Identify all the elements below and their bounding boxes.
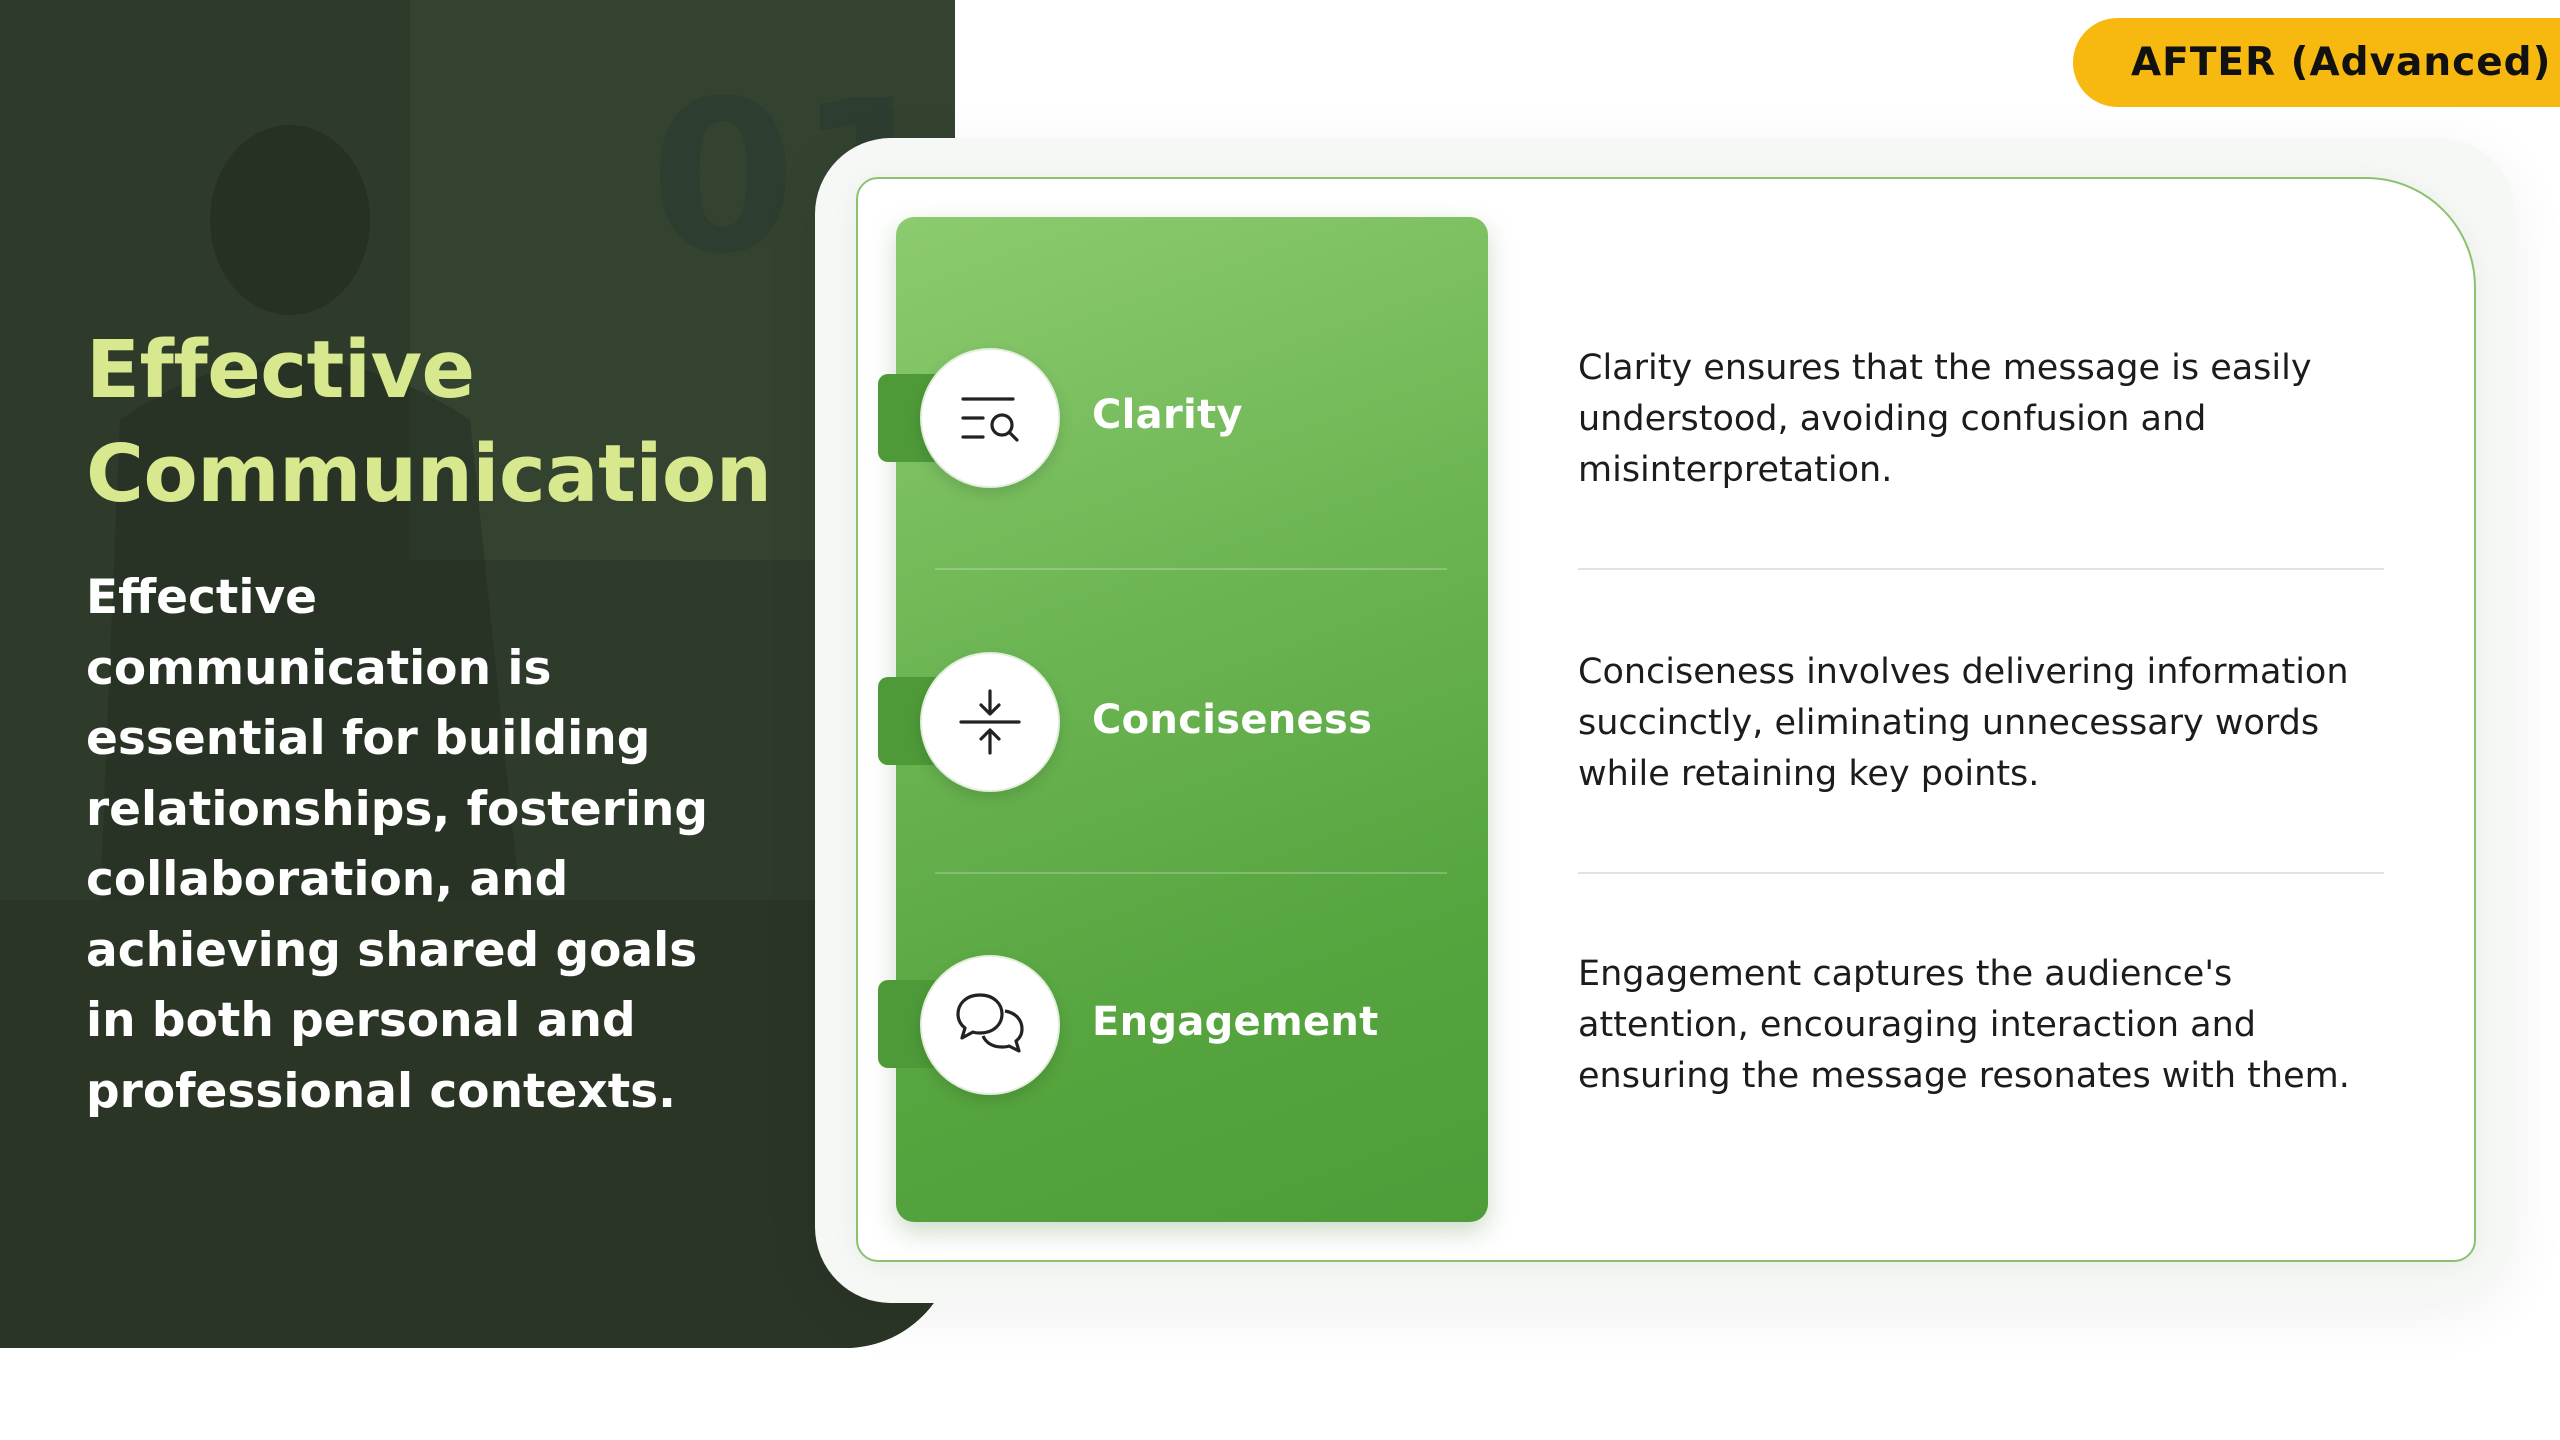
chat-bubbles-icon	[956, 993, 1024, 1053]
intro-paragraph: Effective communication is essential for…	[86, 570, 709, 1119]
description-divider	[1578, 872, 2384, 874]
page-title: Effective Communication	[86, 318, 886, 526]
description-divider	[1578, 568, 2384, 570]
feature-description-clarity: Clarity ensures that the message is easi…	[1578, 348, 2312, 490]
feature-icon-circle	[920, 955, 1060, 1095]
search-list-icon	[961, 397, 1019, 442]
feature-label-conciseness: Conciseness	[1092, 697, 1373, 743]
hero-panel: 01 Effective Communication Effective com…	[0, 0, 955, 1348]
feature-label-clarity: Clarity	[1092, 392, 1243, 438]
feature-description-engagement: Engagement captures the audience's atten…	[1578, 954, 2350, 1096]
features-divider	[935, 872, 1447, 874]
feature-description-conciseness: Conciseness involves delivering informat…	[1578, 652, 2349, 794]
after-advanced-badge: AFTER (Advanced)	[2073, 18, 2560, 107]
background-photo: 01	[0, 0, 955, 1348]
feature-icon-circle	[920, 348, 1060, 488]
compress-arrows-icon	[959, 689, 1021, 755]
page-title-line-2: Communication	[86, 428, 772, 520]
features-divider	[935, 568, 1447, 570]
feature-icon-circle	[920, 652, 1060, 792]
page-title-line-1: Effective	[86, 324, 475, 416]
feature-label-engagement: Engagement	[1092, 999, 1379, 1045]
